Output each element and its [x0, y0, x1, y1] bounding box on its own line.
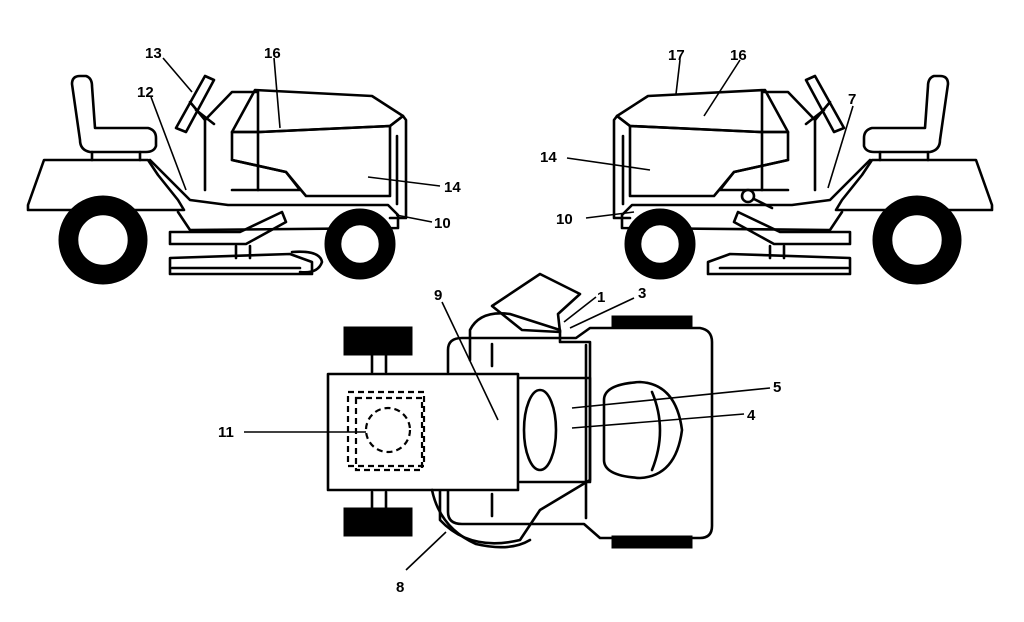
callout-7: 7 [848, 91, 856, 108]
steering-wheel [174, 74, 216, 134]
steering-wheel-top [602, 380, 684, 480]
grille [388, 114, 408, 220]
fuel-cap [364, 406, 412, 454]
left-side-view: 13 16 12 14 10 [26, 45, 461, 285]
callout-9: 9 [434, 287, 442, 304]
side-panel [203, 90, 260, 192]
callout-3: 3 [638, 285, 646, 302]
callout-5: 5 [773, 379, 781, 396]
callout-12: 12 [137, 84, 154, 101]
discharge-chute [490, 272, 582, 334]
steering-hub [522, 388, 558, 472]
fuel-tank-outline [346, 390, 426, 468]
callout-10: 10 [556, 211, 573, 228]
right-side-view: 17 16 7 14 10 [540, 47, 994, 285]
rear-wheel-top [343, 326, 413, 356]
callout-13: 13 [145, 45, 162, 62]
callout-16: 16 [264, 45, 281, 62]
callout-1: 1 [597, 289, 605, 306]
seat [70, 74, 158, 154]
steering-console [518, 376, 592, 484]
top-view: 1 3 9 5 4 11 8 [218, 272, 781, 596]
chassis-frame [148, 158, 400, 232]
callout-14: 14 [444, 179, 461, 196]
callout-11: 11 [218, 424, 234, 441]
footrest [168, 210, 288, 246]
callout-16: 16 [730, 47, 747, 64]
callout-4: 4 [747, 407, 756, 424]
callout-17: 17 [668, 47, 685, 64]
hood-top [446, 326, 714, 540]
mower-deck [168, 252, 314, 276]
callout-14: 14 [540, 149, 557, 166]
callout-10: 10 [434, 215, 451, 232]
callout-8: 8 [396, 579, 404, 596]
rear-fender [26, 158, 186, 212]
rear-wheel-bottom [343, 507, 413, 537]
hood-side [230, 124, 392, 198]
front-wheel-top [611, 315, 693, 329]
